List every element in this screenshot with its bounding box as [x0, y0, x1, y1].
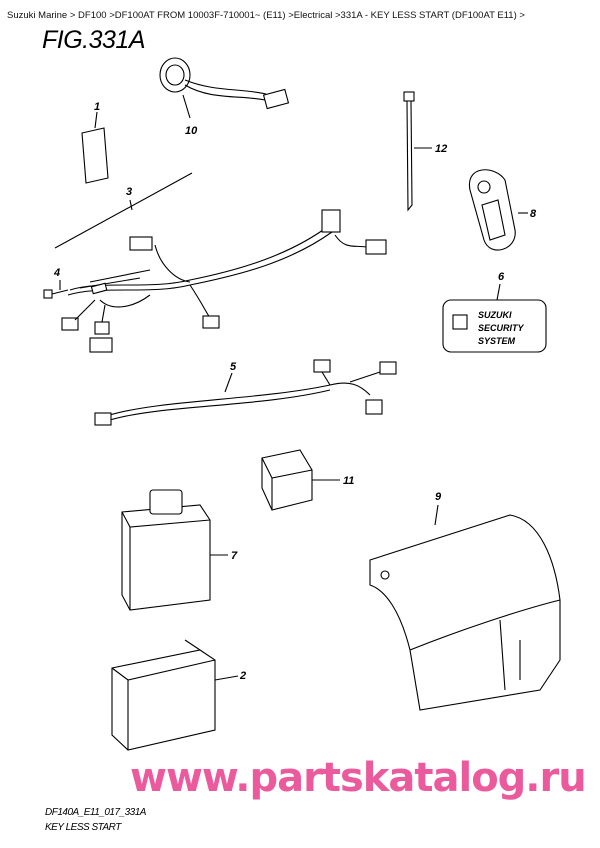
callout-12: 12 [435, 143, 447, 155]
callout-8: 8 [530, 208, 537, 220]
breadcrumb-separator: > [109, 10, 115, 21]
callout-4: 4 [53, 267, 60, 279]
breadcrumb-item[interactable]: DF100AT FROM 10003F-710001~ (E11) [114, 10, 286, 21]
callout-11: 11 [343, 475, 354, 487]
callout-1: 1 [94, 101, 100, 113]
part-11-relay[interactable]: 11 [261, 449, 354, 511]
breadcrumb-separator: > [334, 10, 341, 21]
breadcrumb-separator: > [69, 10, 76, 21]
label-line-1: SUZUKI [478, 310, 512, 320]
label-line-2: SECURITY [478, 323, 525, 333]
breadcrumb-item[interactable]: Suzuki Marine [7, 10, 68, 21]
part-5-sub-harness[interactable]: 5 [94, 359, 397, 426]
part-10-sensor[interactable]: 10 [159, 57, 290, 137]
breadcrumb-item[interactable]: DF100 [78, 10, 107, 21]
part-6-security-label[interactable]: 6 SUZUKI SECURITY SYSTEM [442, 271, 547, 353]
breadcrumb: Suzuki Marine > DF100 >DF100AT FROM 1000… [7, 10, 525, 21]
breadcrumb-separator: > [519, 10, 525, 21]
part-12-cable-tie[interactable]: 12 [403, 91, 447, 212]
figure-caption: KEY LESS START [45, 822, 121, 833]
label-line-3: SYSTEM [478, 336, 516, 346]
part-8-key-fob[interactable]: 8 [469, 169, 537, 251]
callout-2: 2 [239, 670, 246, 682]
callout-3: 3 [126, 186, 132, 198]
callout-7: 7 [231, 550, 238, 562]
breadcrumb-item[interactable]: 331A - KEY LESS START (DF100AT E11) [340, 10, 517, 21]
part-3-main-harness[interactable]: 3 [54, 172, 387, 353]
figure-code: DF140A_E11_017_331A [45, 807, 146, 818]
part-1-card[interactable]: 1 [81, 101, 109, 184]
figure-title: FIG.331A [42, 26, 146, 54]
part-7-control-unit[interactable]: 7 [121, 489, 238, 611]
callout-9: 9 [435, 491, 442, 503]
part-2-holder[interactable]: 2 [111, 639, 246, 751]
callout-6: 6 [498, 271, 505, 283]
part-4-bolt[interactable]: 4 [43, 267, 69, 299]
watermark: www.partskatalog.ru [130, 755, 587, 801]
callout-10: 10 [185, 125, 198, 137]
breadcrumb-item[interactable]: Electrical [293, 10, 333, 21]
part-9-cover[interactable]: 9 [369, 491, 561, 711]
callout-5: 5 [230, 361, 237, 373]
breadcrumb-separator: > [288, 10, 294, 21]
